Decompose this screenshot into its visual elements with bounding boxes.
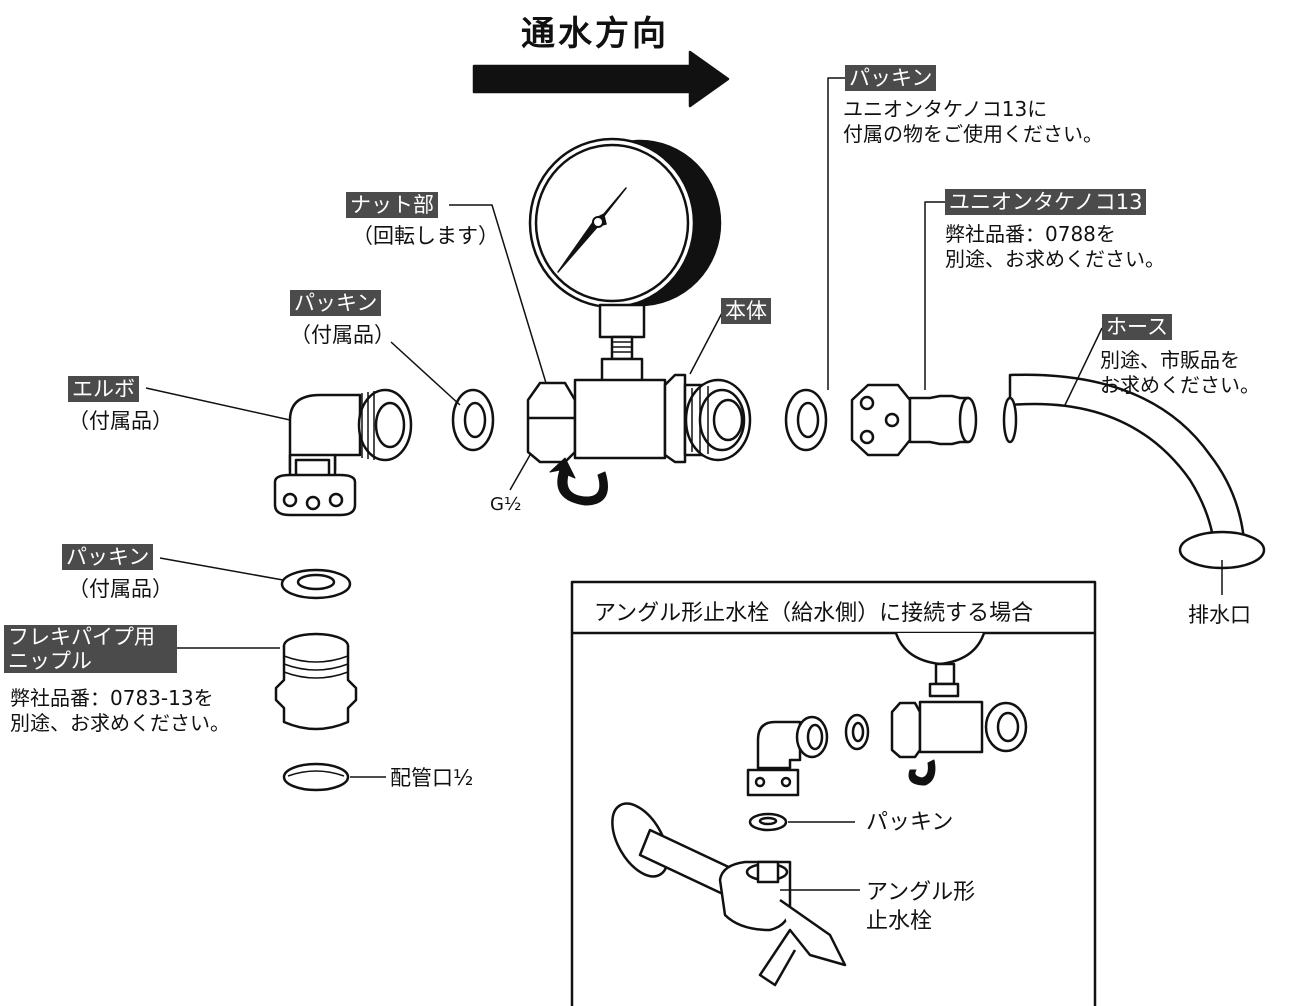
inset-leader-lines	[780, 821, 860, 891]
packing-top-label: パッキン	[845, 65, 937, 91]
nipple-label: フレキパイプ用ニップル	[4, 625, 177, 673]
union-note: 弊社品番：0788を 別途、お求めください。	[945, 222, 1165, 272]
page-title: 通水方向	[521, 14, 669, 54]
packing-low-label: パッキン	[62, 544, 154, 570]
union-note-line-1: 弊社品番：0788を	[945, 222, 1116, 246]
nipple-note-line-2: 別途、お求めください。	[10, 711, 230, 735]
nipple	[274, 632, 358, 731]
pipe-port	[282, 762, 350, 792]
elbow	[273, 388, 413, 517]
packing-mid-note: （付属品）	[290, 323, 395, 347]
inset-valve-line-2: 止水栓	[866, 909, 933, 934]
packing-top	[784, 388, 828, 452]
union-note-line-2: 別途、お求めください。	[945, 247, 1165, 271]
inset-packing-2	[748, 812, 788, 832]
hose-note: 別途、市販品を お求めください。	[1100, 348, 1260, 398]
inset-packing	[844, 713, 870, 751]
elbow-note: （付属品）	[68, 409, 173, 433]
union-label: ユニオンタケノコ13	[945, 189, 1147, 215]
leader-lines	[145, 77, 1223, 778]
flow-direction-arrow	[472, 50, 730, 108]
inset-valve-label: アングル形 止水栓	[866, 878, 975, 936]
body-label: 本体	[721, 298, 771, 324]
packing-top-note: ユニオンタケノコ13に 付属の物をご使用ください。	[843, 97, 1103, 147]
pipe-port-label: 配管口½	[390, 766, 474, 790]
drain-label: 排水口	[1188, 603, 1251, 627]
hose-note-line-2: お求めください。	[1100, 373, 1260, 397]
inset-angle-valve	[611, 802, 847, 987]
hose-label: ホース	[1102, 314, 1172, 340]
nut-note: （回転します）	[352, 224, 499, 248]
packing-mid	[451, 388, 495, 452]
nipple-note: 弊社品番：0783-13を 別途、お求めください。	[10, 686, 230, 736]
hose-note-line-1: 別途、市販品を	[1100, 348, 1240, 372]
packing-mid-label: パッキン	[290, 290, 382, 316]
hose	[1002, 373, 1266, 570]
packing-top-note-line-2: 付属の物をご使用ください。	[843, 122, 1103, 146]
packing-low	[280, 568, 352, 600]
union-takenoko	[850, 383, 978, 457]
pressure-gauge	[528, 137, 722, 389]
rotation-arrow	[549, 457, 608, 506]
thread-size-label: G½	[490, 494, 522, 515]
inset-title: アングル形止水栓（給水側）に接続する場合	[594, 601, 1034, 626]
nut-label: ナット部	[346, 192, 438, 218]
packing-low-note: （付属品）	[68, 577, 173, 601]
inset-valve-line-1: アングル形	[866, 880, 976, 905]
nipple-note-line-1: 弊社品番：0783-13を	[10, 686, 214, 710]
inset-gauge	[890, 632, 1028, 786]
inset-elbow	[746, 715, 829, 797]
inset-packing-label: パッキン	[866, 810, 954, 835]
main-body	[526, 373, 752, 464]
packing-top-note-line-1: ユニオンタケノコ13に	[843, 97, 1048, 121]
inset-frame	[570, 580, 1097, 1006]
elbow-label: エルボ	[68, 376, 139, 402]
